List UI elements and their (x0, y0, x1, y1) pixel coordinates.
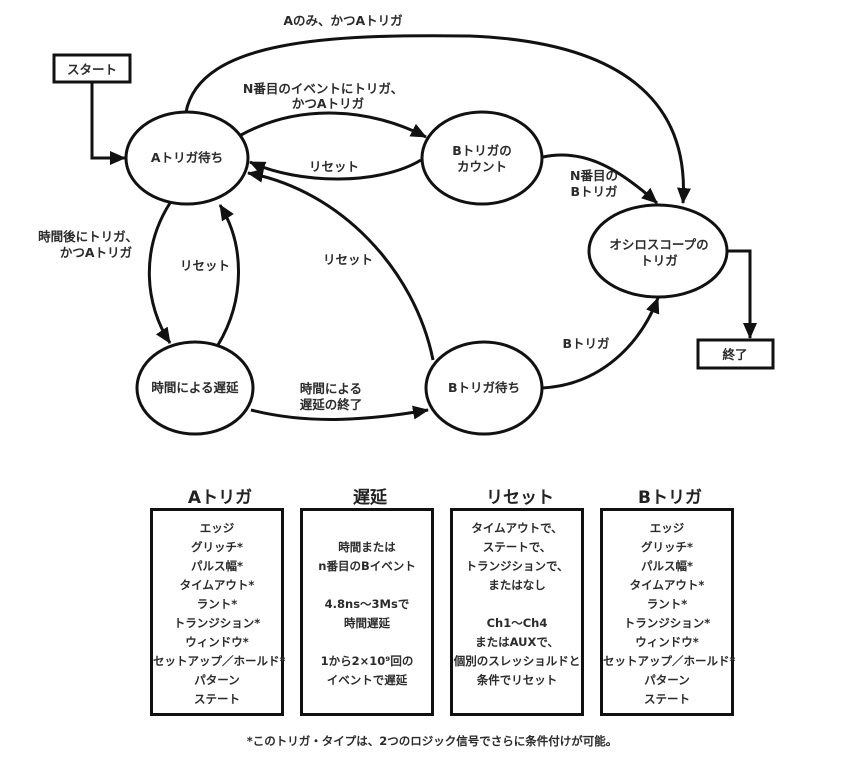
list-item: グリッチ* (190, 540, 243, 554)
edge-reset-count (249, 158, 422, 181)
footnote: *このトリガ・タイプは、2つのロジック信号でさらに条件付けが可能。 (246, 734, 618, 748)
list-item: トランジション* (623, 616, 711, 630)
edge-label-reset-count: リセット (309, 159, 359, 174)
list-item (303, 576, 431, 595)
list-item: ラント* (196, 597, 238, 611)
edge-label-reset-wait-b: リセット (323, 252, 373, 267)
edge-start (90, 83, 126, 165)
list-item: トランジション* (173, 616, 261, 630)
list-item: 1から2×10⁹回の (320, 654, 414, 668)
list-item: 条件でリセット (476, 673, 558, 687)
list-item: パルス幅* (640, 559, 693, 573)
column-title-a-trigger: Aトリガ (187, 488, 253, 508)
edge-end (727, 249, 757, 339)
count-b-label-2: カウント (457, 159, 507, 174)
edge-reset-wait-b (247, 168, 435, 361)
list-item (303, 633, 431, 652)
scope-trigger-label-1: オシロスコープの (609, 237, 708, 252)
column-box-delay: 時間または n番目のBイベント 4.8ns～3Msで 時間遅延 1から2×10⁹… (300, 508, 434, 716)
list-item (303, 519, 431, 538)
list-item: ステートで、 (482, 540, 552, 554)
list-item: タイムアウト* (179, 578, 255, 592)
start-label: スタート (67, 62, 117, 77)
column-title-delay: 遅延 (353, 488, 387, 508)
edge-a-only (184, 34, 691, 204)
node-count-b (420, 110, 544, 206)
list-item: タイムアウト* (629, 578, 705, 592)
list-item: タイムアウトで、 (471, 521, 563, 535)
column-box-a-trigger: エッジ グリッチ* パルス幅* タイムアウト* ラント* トランジション* ウィ… (150, 508, 286, 716)
list-item: パターン (644, 673, 690, 687)
list-item: 時間または (338, 540, 396, 554)
edge-label-nth-b-2: Bトリガ (570, 184, 618, 199)
list-item: グリッチ* (640, 540, 693, 554)
edge-label-nth-event-1: N番目のイベントにトリガ、 (243, 81, 403, 96)
list-item: n番目のBイベント (318, 559, 416, 573)
delay-time-label: 時間による遅延 (151, 380, 239, 395)
list-item: 4.8ns～3Msで (324, 597, 410, 611)
wait-b-label: Bトリガ待ち (448, 380, 520, 395)
list-item: ステート (194, 692, 240, 706)
list-item: パターン (194, 673, 240, 687)
edge-label-nth-event-2: かつAトリガ (292, 96, 365, 111)
edge-reset-delay (216, 204, 240, 346)
list-item: またはなし (488, 578, 546, 592)
edge-label-after-time-1: 時間後にトリガ、 (38, 229, 138, 244)
scope-trigger-label-2: トリガ (640, 253, 678, 268)
wait-a-label: Aトリガ待ち (151, 150, 223, 165)
end-label: 終了 (722, 347, 747, 362)
edge-delay-end (250, 405, 429, 421)
column-box-b-trigger: エッジ グリッチ* パルス幅* タイムアウト* ラント* トランジション* ウィ… (600, 508, 736, 716)
edge-label-delay-end-2: 遅延の終了 (300, 397, 363, 412)
edge-label-reset-delay: リセット (180, 258, 230, 273)
column-title-b-trigger: Bトリガ (638, 488, 702, 508)
edge-b-trigger (541, 297, 660, 390)
list-item: 個別のスレッショルドと (453, 654, 581, 668)
list-item (453, 595, 581, 614)
list-item: ウィンドウ* (185, 635, 249, 649)
column-box-reset: タイムアウトで、 ステートで、 トランジションで、 またはなし Ch1～Ch4 … (450, 508, 584, 716)
list-item: セットアップ／ホールド* (603, 654, 736, 668)
list-item: トランジションで、 (465, 559, 569, 573)
list-item: Ch1～Ch4 (486, 616, 548, 630)
node-delay-time (135, 340, 255, 436)
edge-nth-event (240, 111, 427, 139)
edge-label-after-time-2: かつAトリガ (60, 245, 133, 260)
list-item: ウィンドウ* (635, 635, 699, 649)
edge-label-b-trigger: Bトリガ (562, 336, 610, 351)
start-box (52, 53, 132, 84)
list-item: セットアップ／ホールド* (153, 654, 286, 668)
list-item: エッジ (199, 521, 235, 535)
edge-nth-b (542, 153, 658, 205)
edge-label-nth-b-1: N番目の (570, 168, 618, 183)
column-title-reset: リセット (486, 488, 554, 508)
list-item: パルス幅* (190, 559, 243, 573)
list-item: イベントで遅延 (326, 673, 408, 687)
edge-label-a-only: Aのみ、かつAトリガ (283, 13, 403, 28)
edge-label-delay-end-1: 時間による (300, 381, 362, 396)
list-item: エッジ (649, 521, 685, 535)
count-b-label-1: Bトリガの (452, 143, 512, 158)
edge-after-time (147, 202, 172, 344)
end-box (696, 338, 775, 370)
list-item: ステート (644, 692, 690, 706)
list-item: またはAUXで、 (475, 635, 559, 649)
state-diagram: スタート 終了 Aトリガ待ち Bトリガの カウント オシロスコープの トリガ 時… (38, 13, 775, 436)
list-item: ラント* (646, 597, 688, 611)
list-item: 時間遅延 (344, 616, 390, 630)
